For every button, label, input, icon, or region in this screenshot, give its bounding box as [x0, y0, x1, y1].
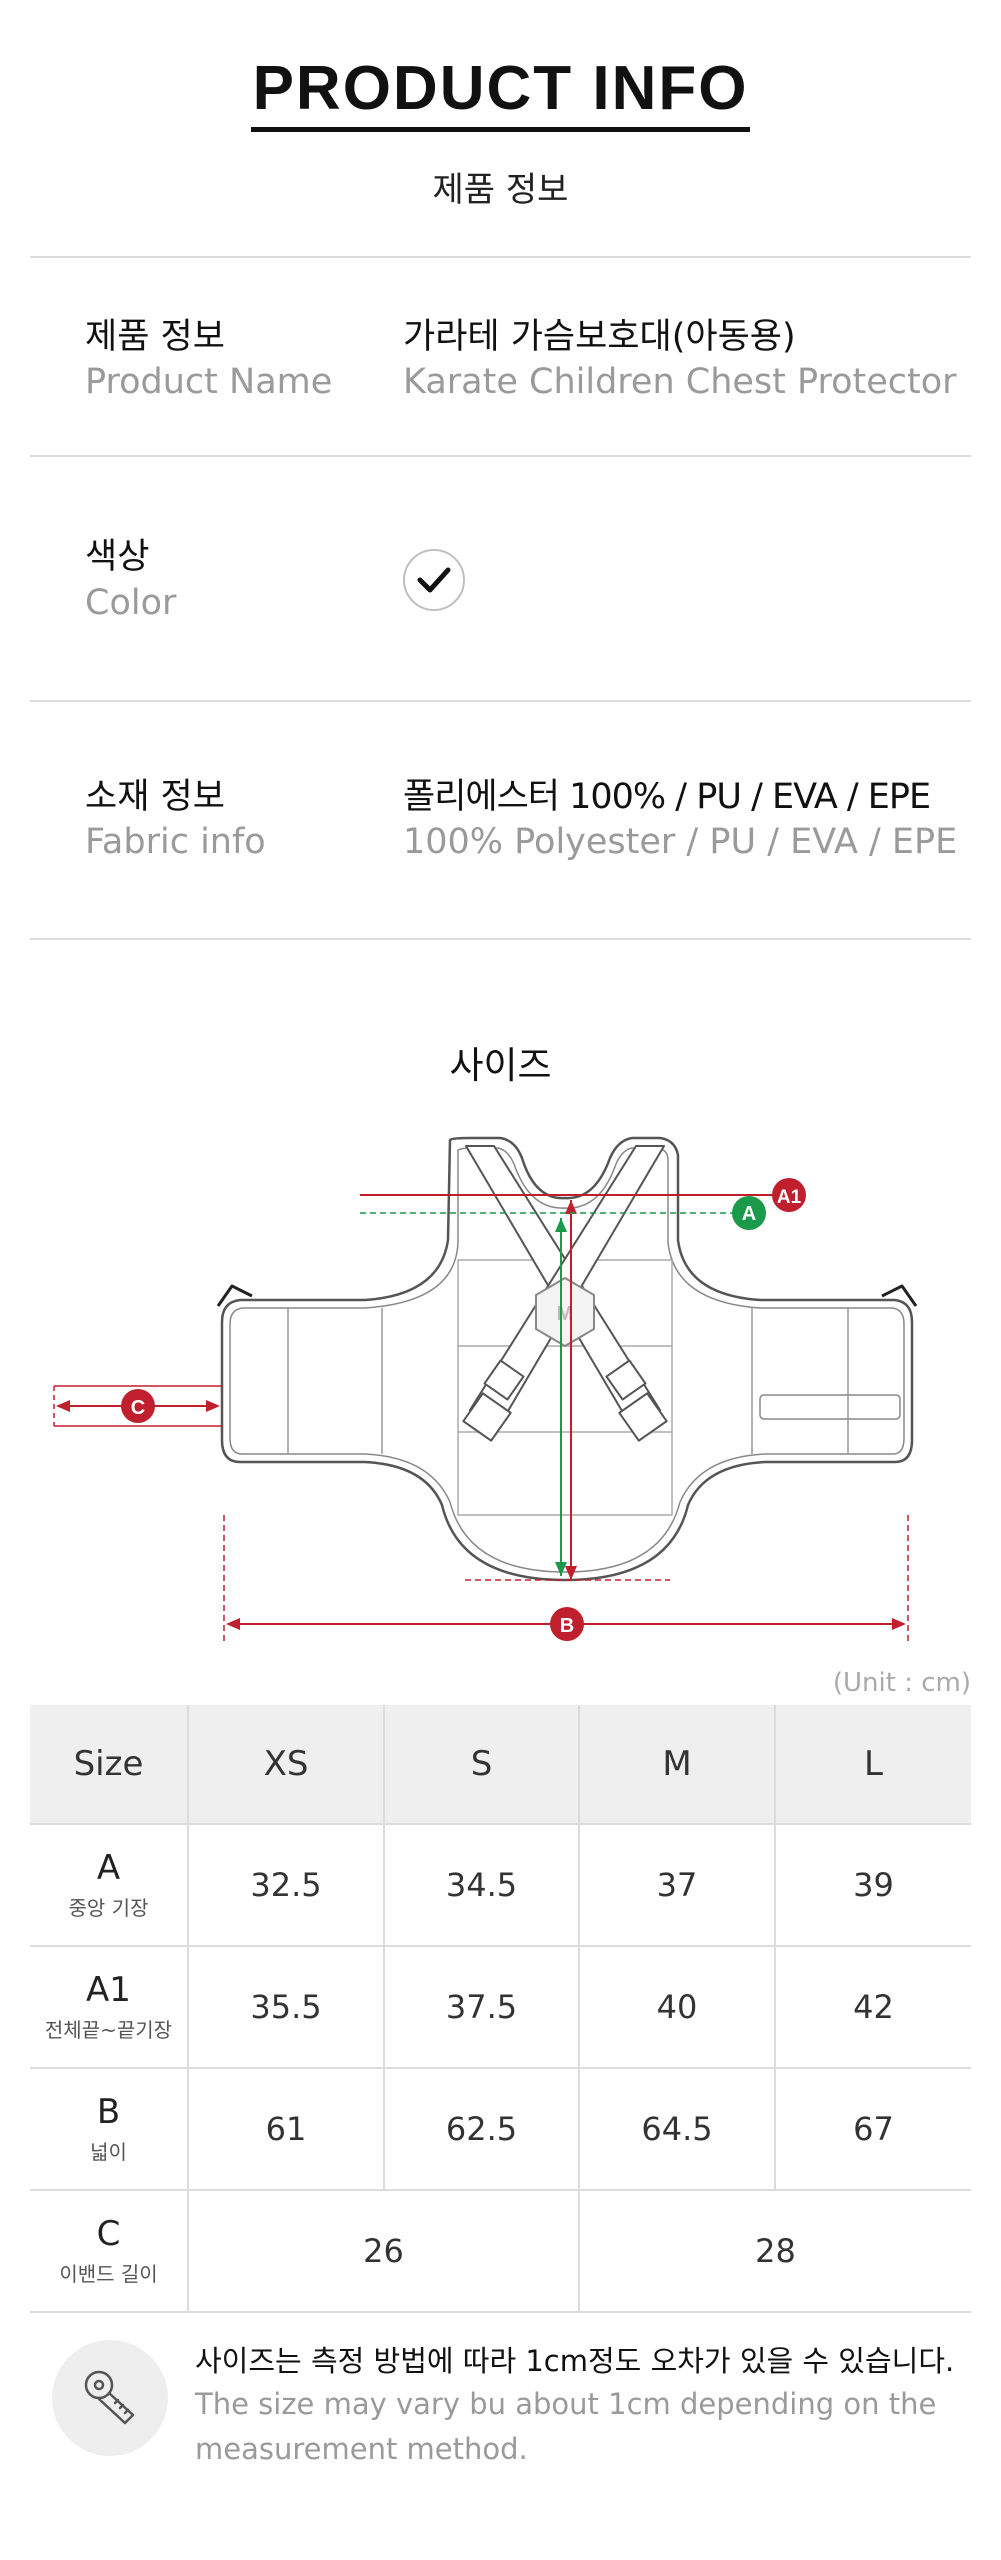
header-s: S [383, 1705, 579, 1825]
color-swatch[interactable] [403, 549, 465, 611]
table-cell: 26 [187, 2190, 579, 2313]
table-header-row: Size XS S M L [30, 1705, 971, 1825]
measure-a: A [360, 1196, 766, 1576]
measure-b: B [223, 1515, 909, 1645]
unit-label: (Unit : cm) [832, 1668, 971, 1698]
table-cell: 62.5 [383, 2068, 579, 2191]
label-a: A [742, 1203, 756, 1225]
label-c: C [131, 1397, 145, 1419]
table-cell: 64.5 [578, 2068, 775, 2191]
fabric-label-ko: 소재 정보 [85, 777, 225, 817]
fabric-value-en: 100% Polyester / PU / EVA / EPE [403, 822, 958, 862]
table-cell: 37.5 [383, 1946, 579, 2069]
table-cell: 32.5 [187, 1824, 384, 1947]
tape-measure-icon [84, 2370, 135, 2425]
product-value-en: Karate Children Chest Protector [403, 362, 957, 402]
product-value-ko: 가라테 가슴보호대(아동용) [403, 317, 796, 357]
divider [30, 256, 971, 258]
header-m: M [578, 1705, 775, 1825]
size-heading: 사이즈 [449, 1044, 552, 1087]
chest-protector-illustration: M [216, 1136, 918, 1582]
size-diagram: M A1 A C [53, 1136, 918, 1645]
page-title: PRODUCT INFO [0, 54, 1001, 132]
measure-a1: A1 [360, 1178, 806, 1581]
measure-c: C [53, 1385, 222, 1427]
table-cell: 61 [187, 2068, 384, 2191]
color-label-ko: 색상 [85, 537, 150, 577]
note-badge [52, 2340, 168, 2456]
header-size: Size [30, 1705, 188, 1825]
label-b: B [560, 1615, 574, 1637]
divider [30, 700, 971, 702]
label-a1: A1 [777, 1187, 802, 1208]
header-l: L [774, 1705, 971, 1825]
product-label-en: Product Name [85, 362, 333, 402]
table-cell: 35.5 [187, 1946, 384, 2069]
fabric-label-en: Fabric info [85, 822, 266, 862]
fabric-value-ko: 폴리에스터 100% / PU / EVA / EPE [403, 777, 931, 817]
table-cell: 28 [578, 2190, 971, 2313]
table-cell: 42 [774, 1946, 971, 2069]
table-cell: 34.5 [383, 1824, 579, 1947]
table-cell: 39 [774, 1824, 971, 1947]
table-cell: 67 [774, 2068, 971, 2191]
table-cell: 37 [578, 1824, 775, 1947]
note-text-ko: 사이즈는 측정 방법에 따라 1cm정도 오차가 있을 수 있습니다. [195, 2344, 955, 2378]
table-cell: 40 [578, 1946, 775, 2069]
note-text-en: The size may vary bu about 1cm depending… [195, 2387, 937, 2466]
header-xs: XS [187, 1705, 384, 1825]
check-icon [417, 567, 451, 593]
page-subtitle: 제품 정보 [432, 170, 569, 210]
product-label-ko: 제품 정보 [85, 317, 225, 357]
divider [30, 938, 971, 940]
divider [30, 455, 971, 457]
color-label-en: Color [85, 583, 177, 623]
